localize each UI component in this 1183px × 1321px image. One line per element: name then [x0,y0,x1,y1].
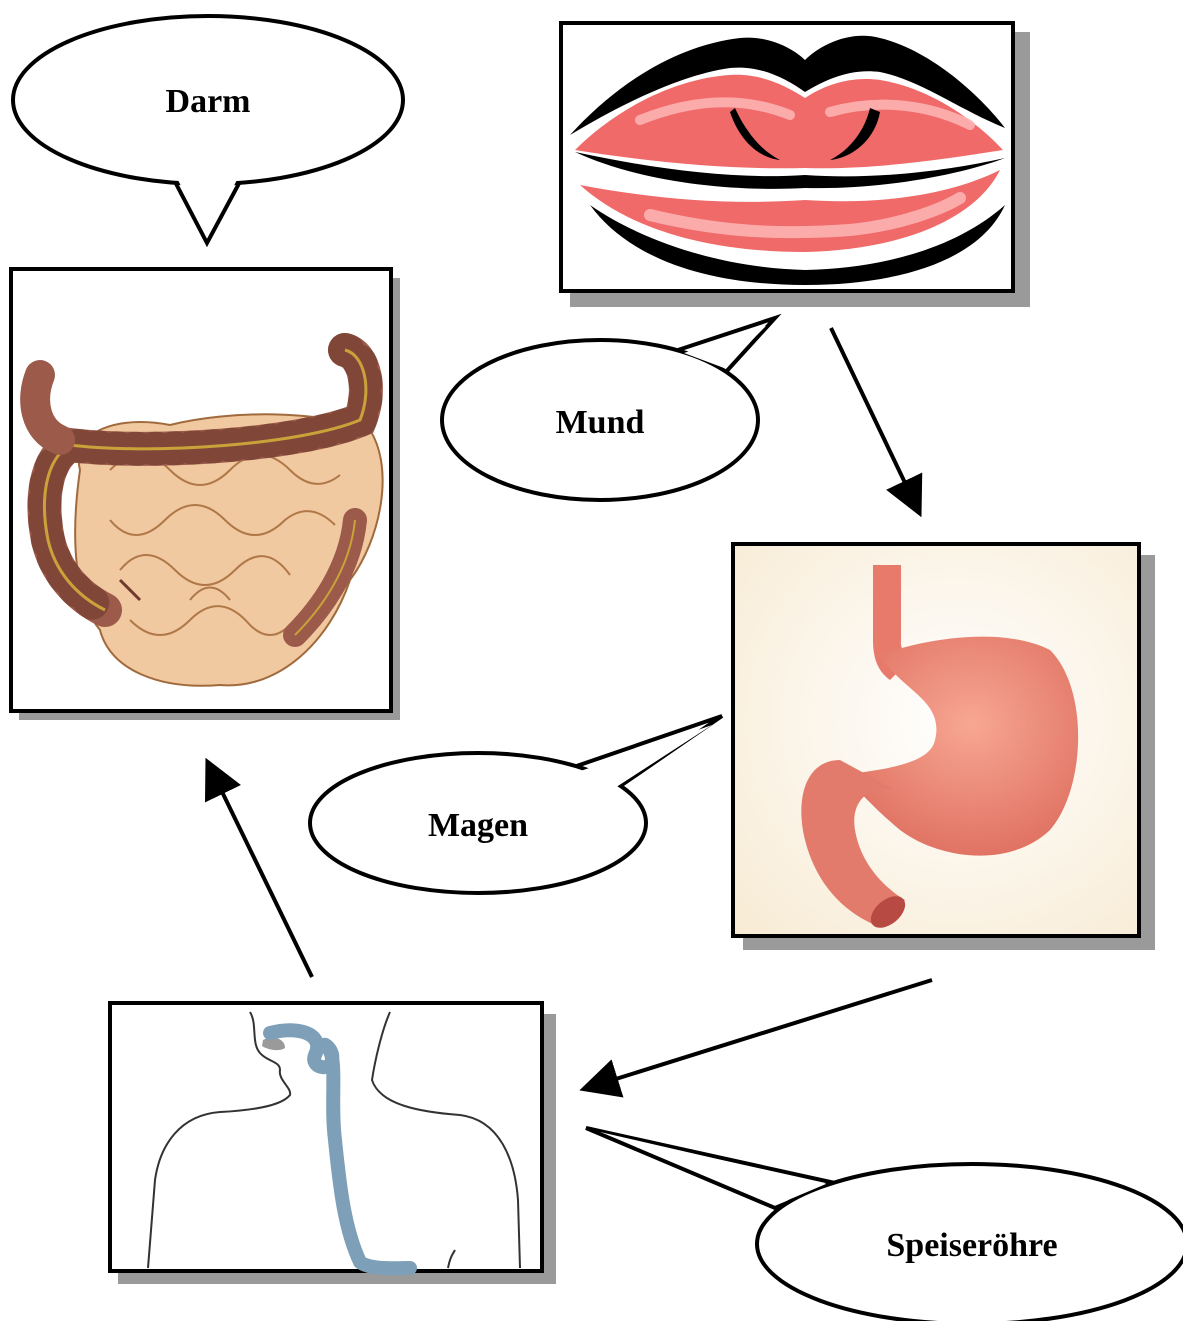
magen-speech-bubble: Magen [310,716,722,893]
arrow-magen-to-speiseroehre [587,980,932,1088]
mund-picture-frame [561,23,1030,307]
darm-label: Darm [166,83,251,120]
mund-speech-bubble: Mund [442,318,775,500]
arrow-mund-to-magen [831,328,918,510]
magen-picture-frame [733,544,1155,950]
speiseroehre-label: Speiseröhre [886,1227,1057,1264]
magen-label: Magen [428,807,528,844]
arrow-speiseroehre-to-darm [209,765,312,977]
darm-picture-frame [11,269,400,720]
speiseroehre-speech-bubble: Speiseröhre [586,1128,1183,1321]
speiseroehre-picture-frame [110,1003,556,1284]
mund-label: Mund [556,404,645,441]
darm-speech-bubble: Darm [13,16,403,243]
